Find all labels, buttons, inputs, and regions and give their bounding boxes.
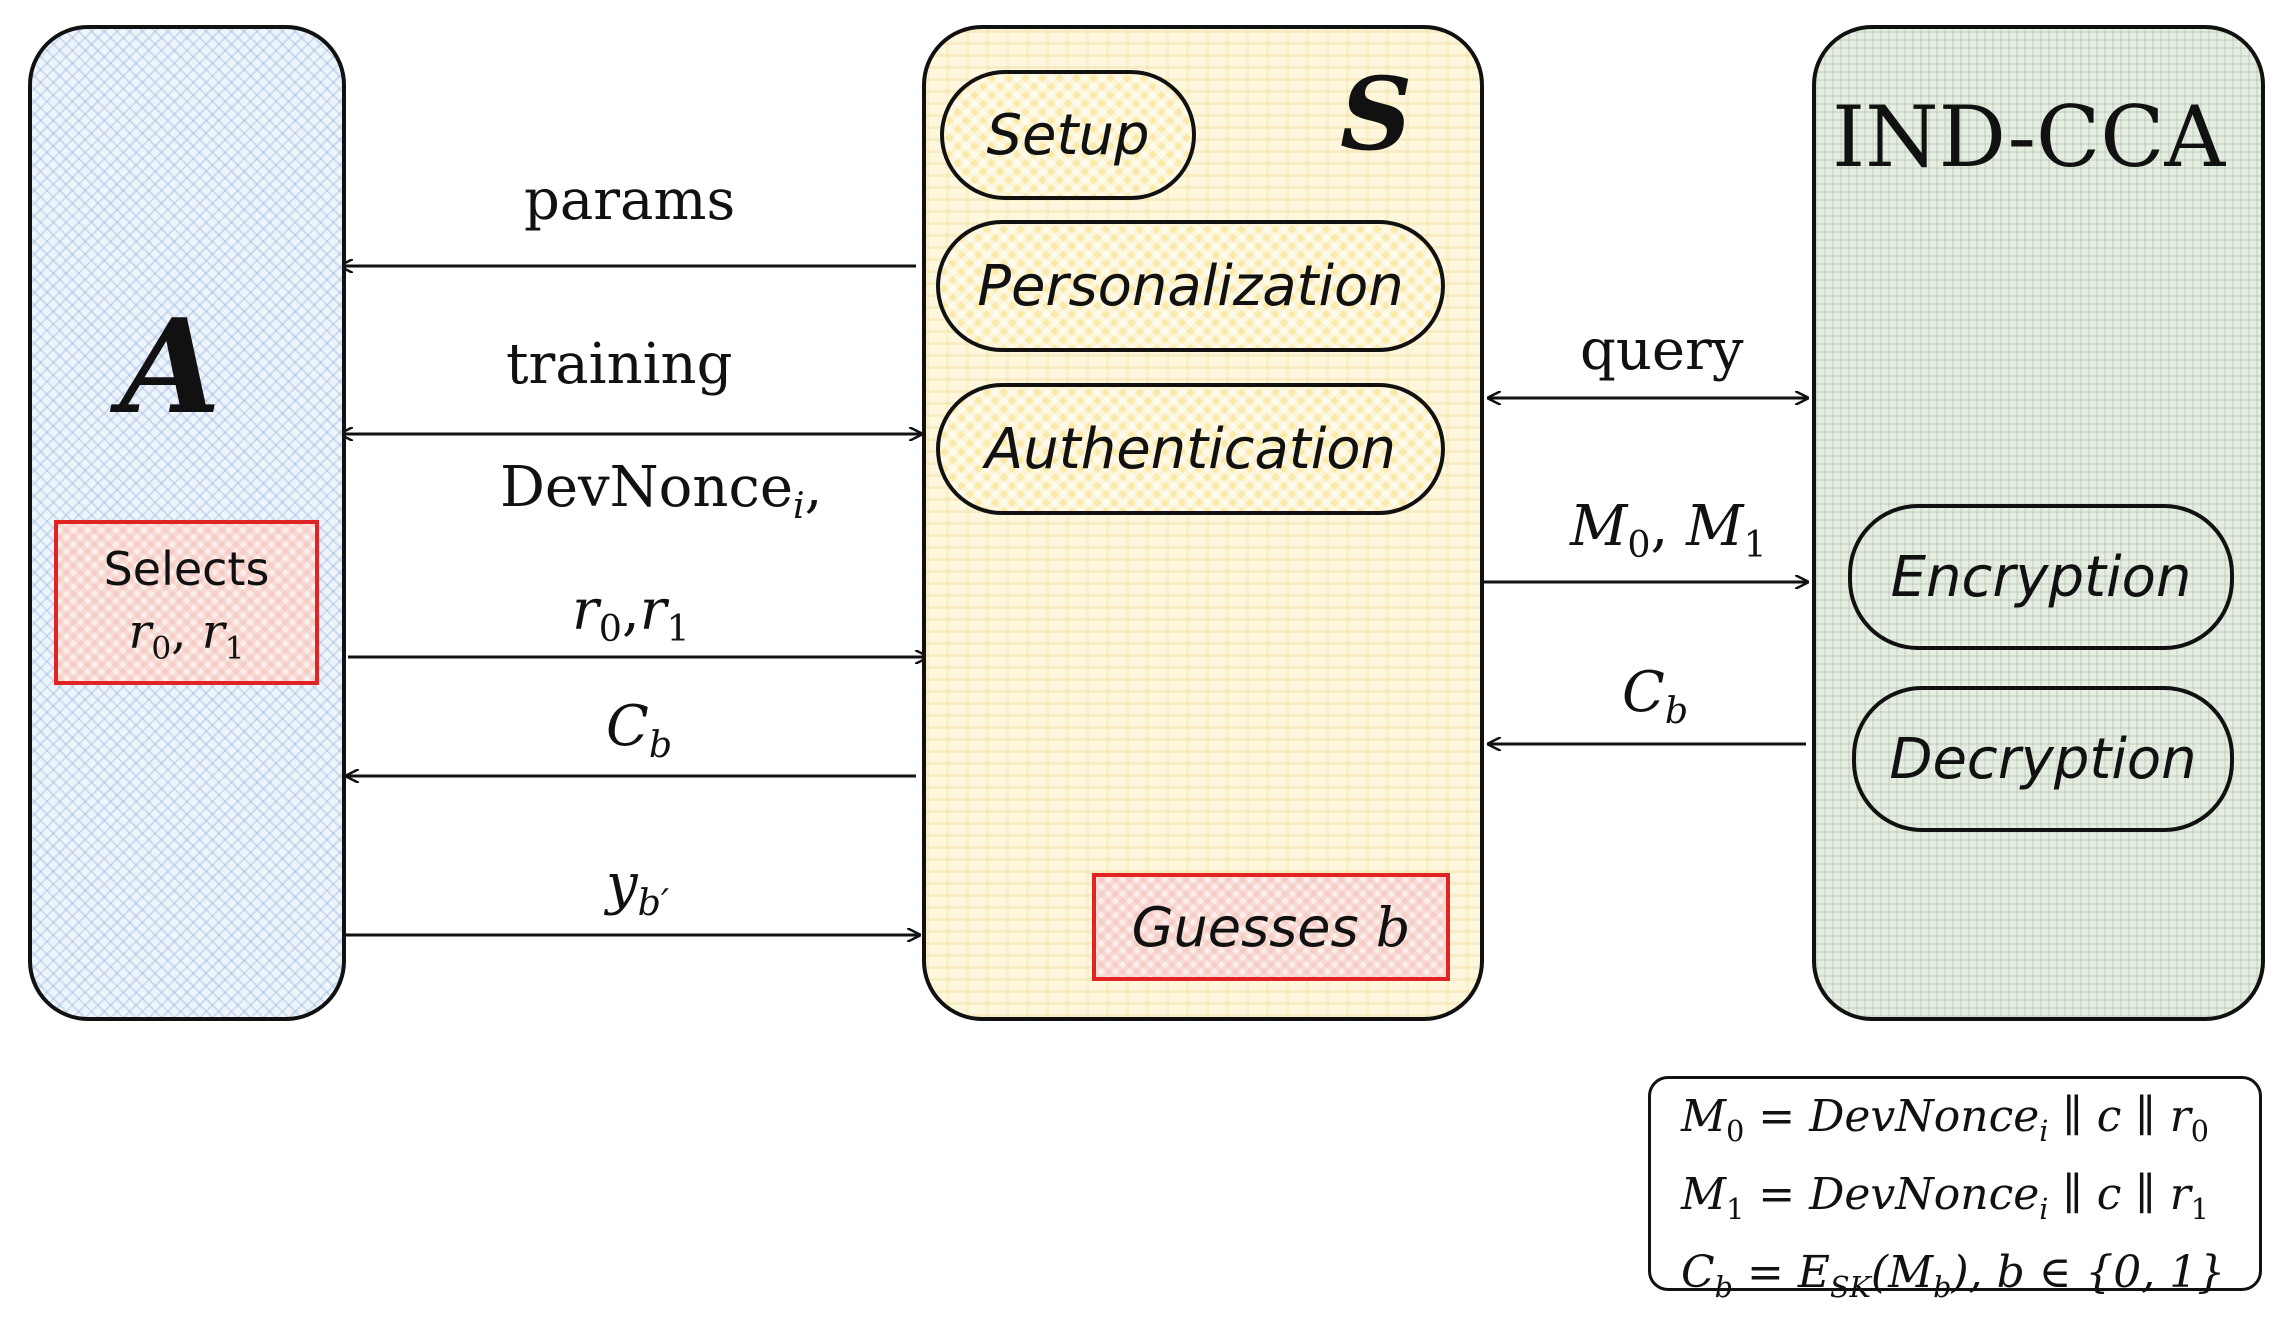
label-query: query xyxy=(1580,318,1744,383)
selects-vars: r0, r1 xyxy=(128,604,245,667)
oracle-decryption: Decryption xyxy=(1852,686,2234,832)
oracle-encryption: Encryption xyxy=(1848,504,2234,650)
adversary-symbol: A xyxy=(120,290,221,443)
label-m-pair: M0, M1 xyxy=(1570,494,1767,567)
formula-cb: Cb = ESK(Mb), b ∈ {0, 1} xyxy=(1681,1246,2226,1304)
challenger-title: IND-CCA xyxy=(1832,88,2226,186)
label-yb: yb′ xyxy=(606,852,670,925)
simulator-symbol: S xyxy=(1340,55,1413,173)
label-cb-left: Cb xyxy=(606,694,673,767)
label-devnonce: DevNoncei, xyxy=(500,455,823,528)
formula-box: M0 = DevNoncei ∥ c ∥ r0 M1 = DevNoncei ∥… xyxy=(1648,1076,2262,1303)
label-training: training xyxy=(506,332,733,397)
label-r-pair: r0,r1 xyxy=(572,578,690,651)
label-cb-right: Cb xyxy=(1622,660,1689,733)
formula-m0: M0 = DevNoncei ∥ c ∥ r0 xyxy=(1681,1091,2209,1148)
label-params: params xyxy=(524,168,736,233)
guesses-box: Guesses b xyxy=(1092,873,1450,981)
guesses-text: Guesses b xyxy=(1131,895,1411,959)
phase-personalization: Personalization xyxy=(936,220,1445,352)
formula-m1: M1 = DevNoncei ∥ c ∥ r1 xyxy=(1681,1168,2209,1226)
phase-authentication: Authentication xyxy=(936,383,1445,515)
selects-label: Selects xyxy=(103,542,270,596)
phase-setup: Setup xyxy=(940,70,1196,200)
selects-box: Selects r0, r1 xyxy=(54,520,319,685)
